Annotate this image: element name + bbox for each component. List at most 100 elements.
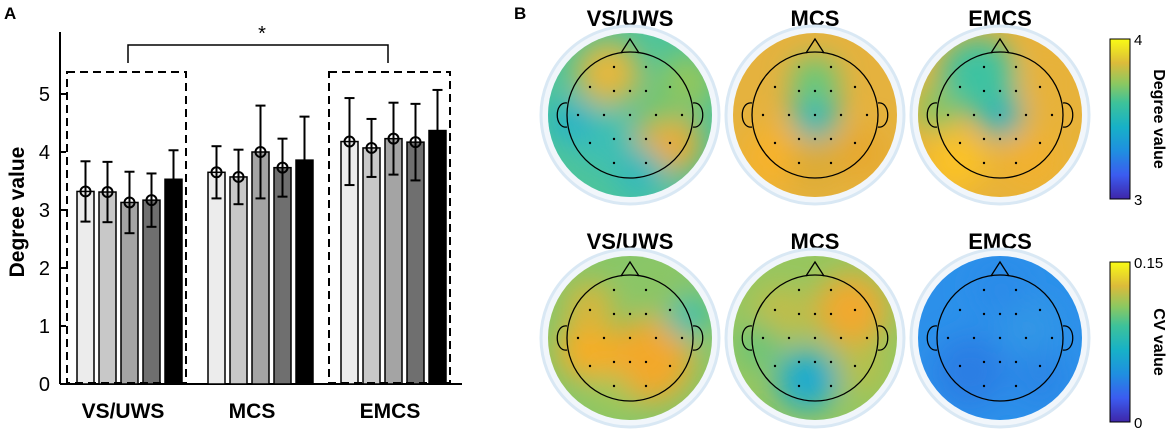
head-outline	[566, 51, 694, 179]
electrode	[612, 137, 616, 141]
colorbar-min-label: 0	[1134, 415, 1142, 432]
topo-blob	[940, 37, 1016, 113]
electrode	[829, 89, 833, 93]
topo-field	[918, 256, 1082, 420]
highlight-box	[328, 71, 451, 384]
electrode	[797, 65, 801, 69]
topo-blob	[638, 272, 682, 316]
electrode	[958, 85, 962, 89]
electrode	[612, 288, 616, 292]
electrode	[612, 312, 616, 316]
electrode	[797, 360, 801, 364]
mean-marker	[365, 141, 378, 154]
electrode	[958, 141, 962, 145]
topo-blob	[837, 344, 885, 392]
topo-blob	[926, 131, 986, 191]
electrode	[982, 360, 986, 364]
panel-a-label: A	[4, 4, 16, 23]
electrode	[576, 336, 580, 340]
bar	[207, 171, 226, 385]
left-ear-outline	[556, 325, 568, 351]
topo-map: EMCS	[909, 6, 1091, 206]
topo-field	[733, 33, 897, 197]
colorbar-max-label: 0.15	[1134, 255, 1163, 272]
electrode	[972, 336, 976, 340]
electrode	[865, 113, 869, 117]
y-tick-label: 2	[39, 258, 50, 280]
electrode	[576, 113, 580, 117]
electrode	[1014, 161, 1018, 165]
electrode	[1014, 360, 1018, 364]
topo-blob	[576, 41, 640, 105]
electrode	[773, 308, 777, 312]
electrode	[829, 137, 833, 141]
electrode	[829, 288, 833, 292]
electrode	[982, 384, 986, 388]
colorbar-gradient	[1109, 38, 1131, 200]
electrode	[829, 312, 833, 316]
right-ear-outline	[877, 102, 889, 128]
topo-blob	[1012, 350, 1068, 406]
colorbar-min-label: 3	[1134, 192, 1142, 209]
electrode	[982, 89, 986, 93]
electrode	[1014, 65, 1018, 69]
right-ear-outline	[692, 102, 704, 128]
electrode	[998, 360, 1002, 364]
y-axis-label: Degree value	[6, 147, 29, 278]
electrode	[982, 312, 986, 316]
nose-outline	[805, 37, 825, 54]
topo-blob	[789, 139, 841, 191]
panel-b-label: B	[514, 4, 526, 23]
electrode	[958, 364, 962, 368]
nose-outline	[805, 260, 825, 277]
electrode	[853, 364, 857, 368]
electrode	[829, 161, 833, 165]
mean-marker	[343, 135, 356, 148]
y-tick-label: 1	[39, 316, 50, 338]
electrode	[588, 364, 592, 368]
electrode	[853, 141, 857, 145]
electrode	[1014, 89, 1018, 93]
topo-blobs	[745, 57, 887, 191]
electrode	[982, 288, 986, 292]
electrode	[839, 113, 843, 117]
mean-marker	[387, 132, 400, 145]
topo-blob	[791, 57, 839, 105]
electrode	[813, 360, 817, 364]
mean-marker	[123, 196, 136, 209]
left-ear-outline	[926, 325, 938, 351]
y-tick-label: 3	[39, 200, 50, 222]
electrode	[998, 89, 1002, 93]
electrode	[644, 137, 648, 141]
head-outline	[751, 51, 879, 179]
electrode	[612, 65, 616, 69]
electrode	[1014, 312, 1018, 316]
electrode	[982, 161, 986, 165]
electrode	[797, 312, 801, 316]
electrode	[787, 336, 791, 340]
head-outline	[936, 274, 1064, 402]
topo-blobs	[918, 37, 1078, 191]
topo-blob	[1000, 298, 1060, 358]
right-ear-outline	[1062, 102, 1074, 128]
topo-map: VS/UWS	[539, 229, 721, 429]
head-outline	[751, 274, 879, 402]
nose-outline	[620, 260, 640, 277]
electrode	[588, 85, 592, 89]
right-ear-outline	[877, 325, 889, 351]
electrode	[1024, 336, 1028, 340]
electrode	[644, 360, 648, 364]
bar	[229, 176, 248, 385]
electrode	[829, 360, 833, 364]
electrode	[1024, 113, 1028, 117]
electrode	[797, 137, 801, 141]
electrode	[829, 65, 833, 69]
electrode	[588, 308, 592, 312]
electrode	[773, 141, 777, 145]
y-tick-label: 0	[39, 374, 50, 396]
mean-marker	[210, 166, 223, 179]
